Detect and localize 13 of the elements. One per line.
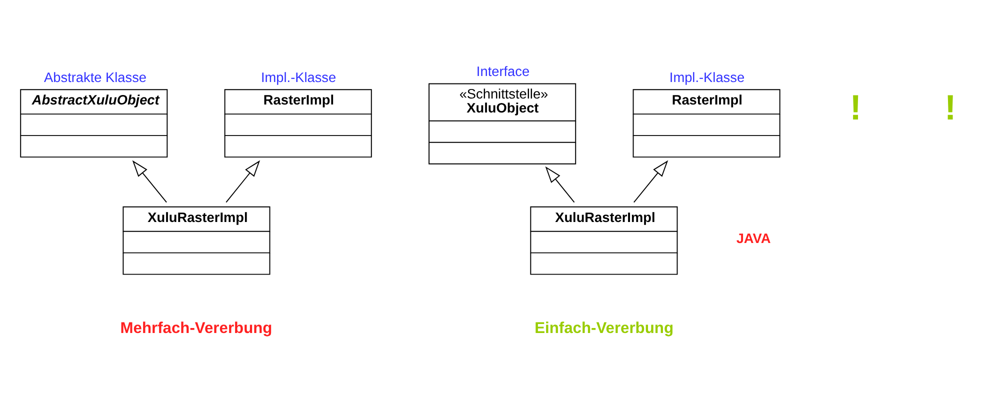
- node-label: Impl.-Klasse: [260, 70, 336, 86]
- arrow: [132, 160, 168, 203]
- node-label: Abstrakte Klasse: [44, 70, 147, 86]
- node-label: Interface: [476, 64, 530, 80]
- arrow: [545, 166, 575, 203]
- label: Einfach-Vererbung: [534, 320, 674, 338]
- arrow: [226, 160, 260, 203]
- label: !: [850, 88, 862, 128]
- arrow: [633, 160, 668, 203]
- label: JAVA: [736, 230, 771, 246]
- node-label: Impl.-Klasse: [669, 70, 745, 86]
- label: Mehrfach-Vererbung: [120, 320, 272, 338]
- label: !: [944, 88, 956, 128]
